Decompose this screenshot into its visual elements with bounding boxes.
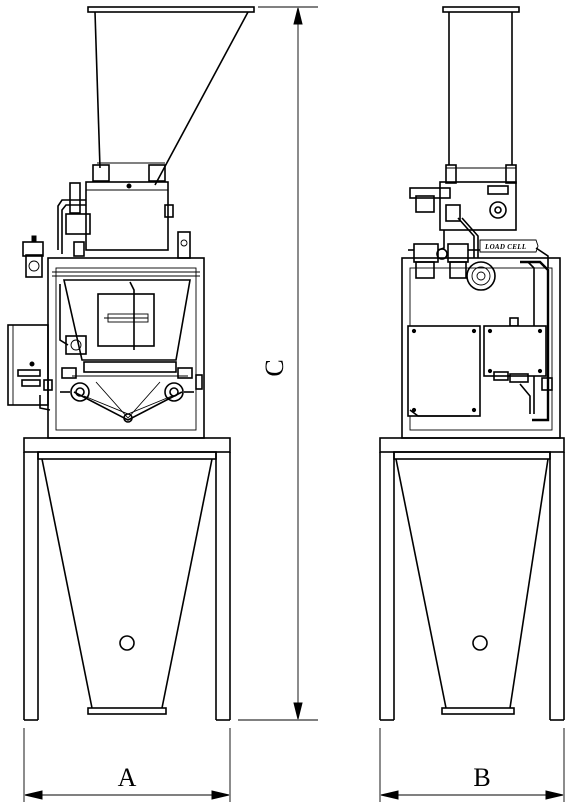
- side-load-cell-label: LOAD CELL: [479, 239, 549, 268]
- dimension-a-label: A: [118, 763, 137, 792]
- side-air-regulators: [408, 243, 480, 279]
- front-feeder-box: [57, 181, 174, 257]
- dimension-c: C: [238, 6, 318, 721]
- dimension-b-label: B: [473, 763, 490, 792]
- side-view: LOAD CELL: [379, 6, 565, 721]
- front-valve-block: [22, 235, 44, 278]
- front-inlet-chute: [87, 6, 255, 186]
- front-stand: [23, 437, 231, 721]
- load-cell-label: LOAD CELL: [484, 243, 526, 251]
- dimension-c-label: C: [260, 359, 289, 376]
- front-controller-box: [7, 324, 51, 411]
- dimension-b: B: [379, 728, 565, 802]
- side-inlet-chute: [442, 6, 520, 184]
- side-stand: [379, 437, 565, 721]
- front-weigh-frame: [43, 231, 205, 439]
- side-weigh-frame: [401, 257, 561, 439]
- front-view: [7, 6, 255, 721]
- dimension-a: A: [23, 728, 231, 802]
- front-discharge-hopper: [37, 451, 217, 715]
- side-discharge-hopper: [393, 451, 551, 715]
